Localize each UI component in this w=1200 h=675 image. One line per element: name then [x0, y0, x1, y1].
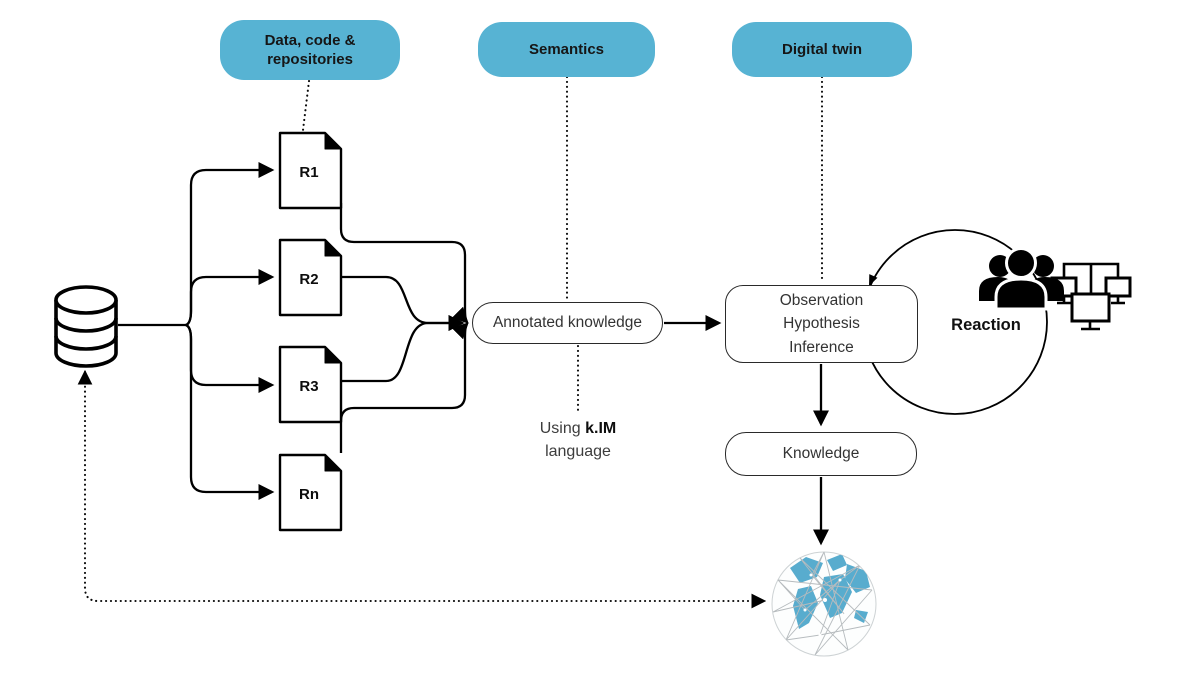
arrows-db-to-documents	[118, 161, 275, 501]
repo-label-r1: R1	[299, 163, 319, 181]
document-icons	[278, 131, 343, 532]
repo-label-rn: Rn	[299, 485, 319, 503]
observation-line: Observation	[779, 292, 864, 310]
database-icon	[54, 285, 118, 368]
header-data-code-repositories: Data, code & repositories	[220, 20, 400, 80]
repo-label-r3: R3	[299, 377, 319, 395]
reaction-label: Reaction	[951, 315, 1021, 334]
feedback-loop-arrowhead-icon	[869, 274, 878, 286]
header-semantics: Semantics	[478, 22, 655, 77]
globe-network-icon	[771, 551, 877, 657]
arrows-documents-to-annotated	[339, 203, 469, 453]
using-kim-line2: language	[545, 443, 611, 460]
repo-label-r2: R2	[299, 270, 319, 288]
hypothesis-line: Hypothesis	[783, 315, 860, 333]
inference-line: Inference	[789, 338, 854, 356]
people-group-icon	[979, 247, 1064, 311]
dotted-feedback-db-globe	[77, 369, 767, 609]
annotated-knowledge-node: Annotated knowledge	[472, 302, 663, 344]
observation-node: Observation Hypothesis Inference	[725, 285, 918, 363]
knowledge-node: Knowledge	[725, 432, 917, 476]
dotted-link-data-to-r1	[301, 79, 311, 132]
header-digital-twin: Digital twin	[732, 22, 912, 77]
using-kim-line1: Using k.IM	[539, 420, 617, 437]
using-kim-note: Using k.IM language	[502, 417, 654, 463]
